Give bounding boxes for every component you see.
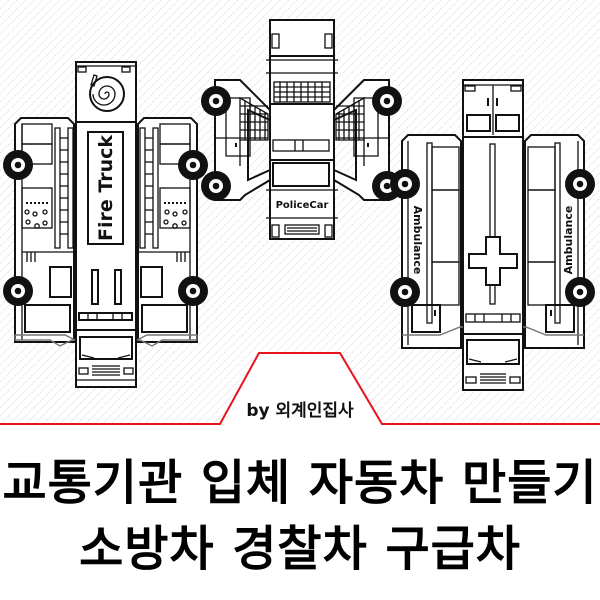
wheel-icon — [565, 277, 595, 307]
ambulance-label-left: Ambulance — [411, 206, 424, 275]
police-rear-window — [273, 81, 331, 103]
wheel-icon — [390, 277, 420, 307]
ladder-left — [54, 127, 74, 249]
wheel-icon — [3, 150, 33, 180]
medical-cross-icon — [468, 236, 518, 286]
compartment-dots-right — [163, 202, 188, 229]
title-line-1: 교통기관 입체 자동차 만들기 — [2, 455, 598, 511]
credit-text: by 외계인집사 — [246, 401, 354, 421]
compartment-dots-left — [24, 202, 48, 229]
police-left-window — [239, 96, 269, 141]
hose-reel-icon — [89, 74, 125, 112]
wheel-icon — [3, 276, 33, 306]
ambulance-template: Ambulance Ambulance — [390, 79, 595, 391]
ambulance-label-right: Ambulance — [562, 206, 575, 275]
wheel-icon — [178, 150, 208, 180]
ladder-right — [139, 127, 159, 249]
red-accent-line — [0, 352, 600, 425]
wheel-icon — [201, 171, 231, 201]
fire-truck-template: Fire Truck — [3, 61, 208, 388]
wheel-icon — [178, 276, 208, 306]
fire-truck-center-strip — [75, 61, 137, 343]
wheel-icon — [201, 86, 231, 116]
police-car-label: PoliceCar — [276, 200, 329, 211]
wheel-icon — [390, 169, 420, 199]
police-right-window — [335, 96, 365, 141]
title-line-2: 소방차 경찰차 구급차 — [79, 521, 521, 577]
wheel-icon — [565, 169, 595, 199]
title-block: 교통기관 입체 자동차 만들기 소방차 경찰차 구급차 — [0, 440, 600, 582]
fire-truck-label: Fire Truck — [95, 135, 117, 241]
police-car-template: PoliceCar — [201, 19, 402, 240]
fire-truck-label-box — [87, 131, 124, 245]
ambulance-front — [462, 333, 524, 391]
wheel-icon — [372, 86, 402, 116]
